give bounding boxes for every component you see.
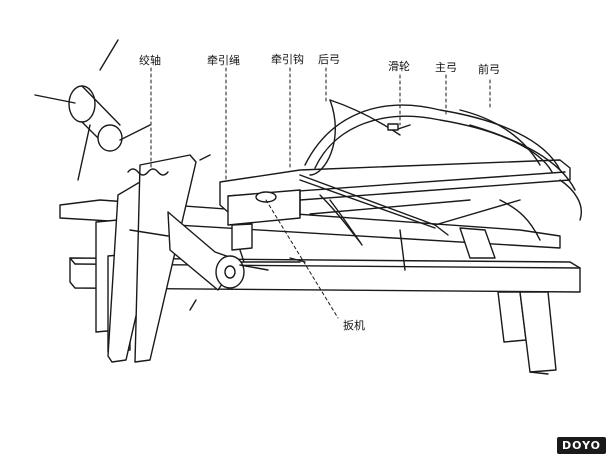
leader-trigger [265,199,339,319]
label-rear-bow: 后弓 [318,53,340,66]
label-pulley: 滑轮 [388,60,410,73]
bows [299,99,582,271]
watermark-logo: DOYO [556,437,606,454]
label-front-bow: 前弓 [478,63,500,76]
label-pull-rope: 牵引绳 [207,54,240,67]
label-trigger: 扳机 [343,319,365,332]
label-main-bow: 主弓 [435,61,457,74]
label-winch-axle: 绞轴 [139,54,161,67]
label-pull-hook: 牵引钩 [271,53,304,66]
leader-lines [150,67,491,319]
crossbow-stock [219,159,571,263]
winch-assembly [34,39,269,363]
